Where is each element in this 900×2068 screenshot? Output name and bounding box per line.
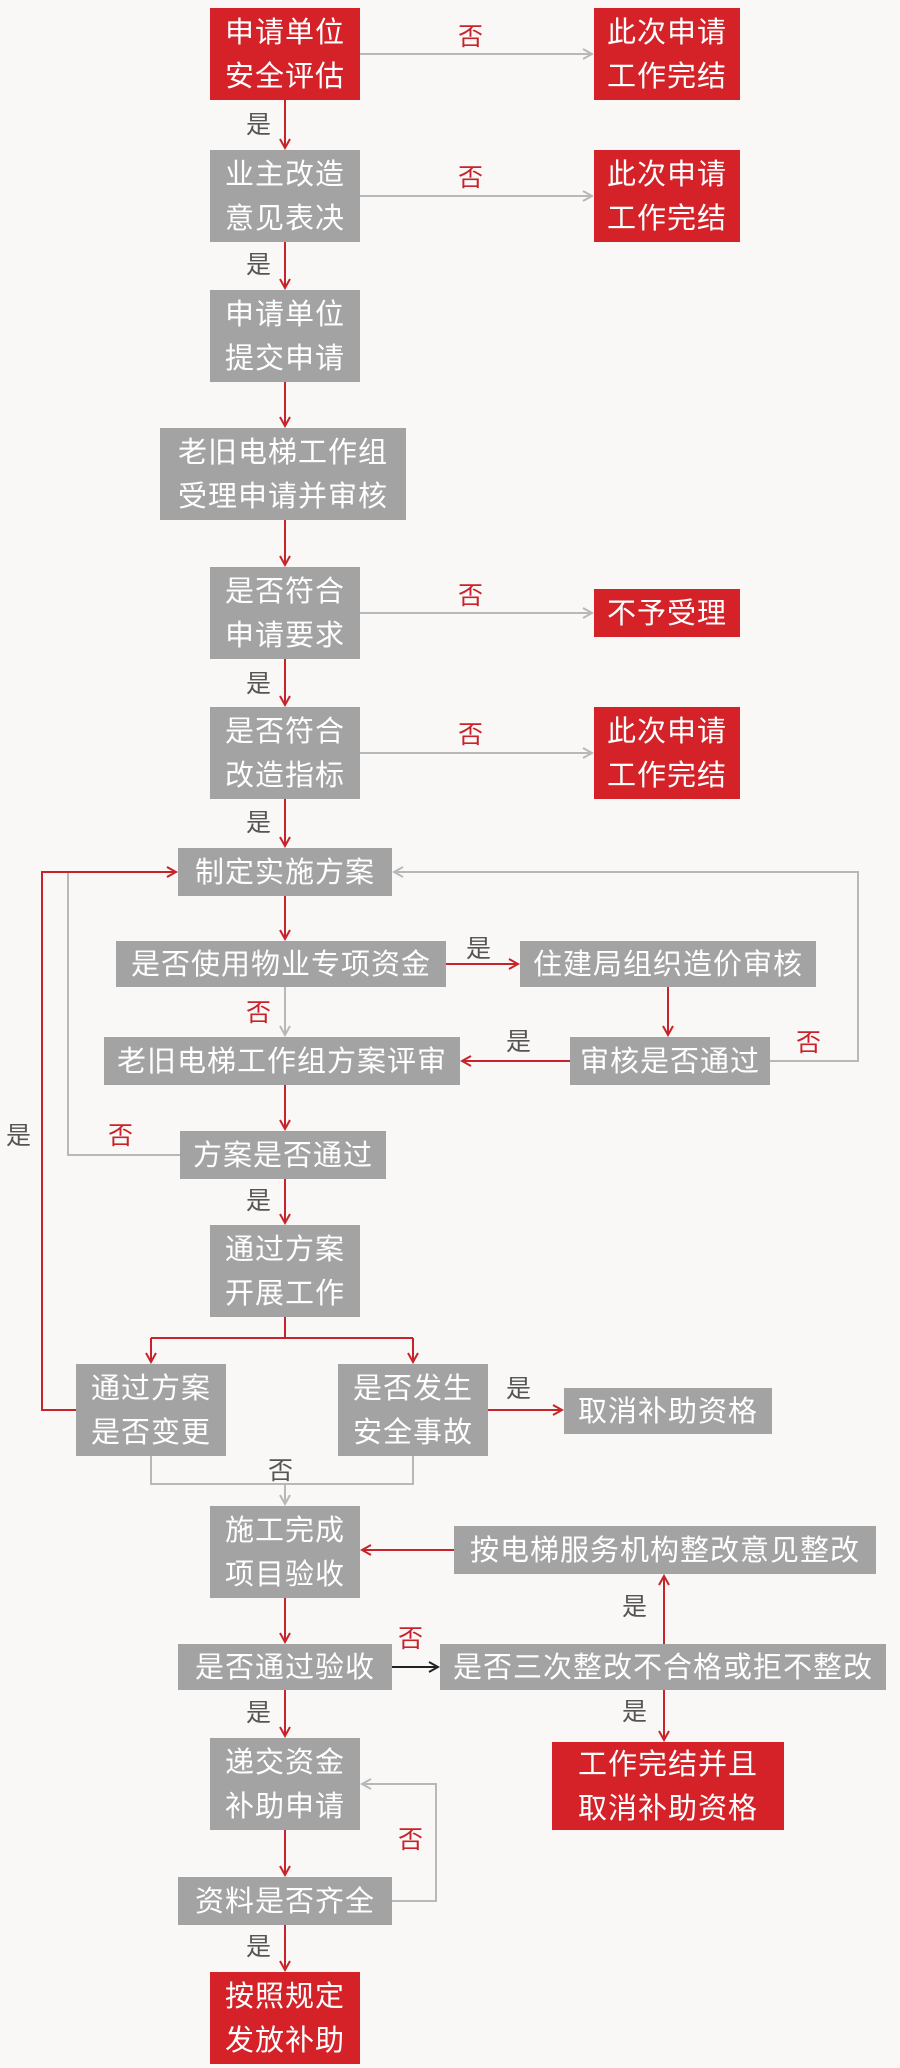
label-no: 否 xyxy=(268,1456,294,1485)
node-grant: 按照规定发放补助 xyxy=(210,1972,360,2064)
label-yes: 是 xyxy=(6,1121,32,1150)
label-yes: 是 xyxy=(506,1374,532,1403)
node-reject: 不予受理 xyxy=(594,589,740,637)
label-no: 否 xyxy=(398,1624,424,1653)
node-accident: 是否发生安全事故 xyxy=(338,1364,488,1456)
node-done-2: 此次申请工作完结 xyxy=(594,150,740,242)
arrow-change-yes xyxy=(41,872,176,1411)
node-thrice: 是否三次整改不合格或拒不整改 xyxy=(440,1644,886,1690)
node-pass-check: 是否通过验收 xyxy=(178,1644,392,1690)
line-merge-no xyxy=(150,1456,414,1485)
node-submit: 申请单位提交申请 xyxy=(210,290,360,382)
node-done-3: 此次申请工作完结 xyxy=(594,707,740,799)
node-cost-review: 住建局组织造价审核 xyxy=(520,941,816,987)
node-audit-pass: 审核是否通过 xyxy=(570,1037,770,1085)
label-no: 否 xyxy=(246,998,272,1027)
node-docs: 资料是否齐全 xyxy=(178,1877,392,1925)
node-plan-change: 通过方案是否变更 xyxy=(76,1364,226,1456)
node-meets-requirements: 是否符合申请要求 xyxy=(210,567,360,659)
label-yes: 是 xyxy=(622,1592,648,1621)
node-done-1: 此次申请工作完结 xyxy=(594,8,740,100)
node-meets-index: 是否符合改造指标 xyxy=(210,707,360,799)
label-yes: 是 xyxy=(246,250,272,279)
label-no: 否 xyxy=(108,1121,134,1150)
node-finish-cancel: 工作完结并且取消补助资格 xyxy=(552,1742,784,1830)
arrow-audit-no xyxy=(394,872,859,1062)
node-group-review: 老旧电梯工作组受理申请并审核 xyxy=(160,428,406,520)
label-no: 否 xyxy=(398,1825,424,1854)
node-funding: 递交资金补助申请 xyxy=(210,1738,360,1830)
label-yes: 是 xyxy=(506,1027,532,1056)
label-no: 否 xyxy=(796,1028,822,1057)
arrow-plan-fail xyxy=(67,872,180,1156)
node-plan-review: 老旧电梯工作组方案评审 xyxy=(104,1037,460,1085)
label-yes: 是 xyxy=(246,1698,272,1727)
node-start-work: 通过方案开展工作 xyxy=(210,1225,360,1317)
node-use-fund: 是否使用物业专项资金 xyxy=(116,941,446,987)
node-assess: 申请单位安全评估 xyxy=(210,8,360,100)
arrow-docs-no xyxy=(362,1784,437,1902)
node-plan: 制定实施方案 xyxy=(178,848,392,896)
label-yes: 是 xyxy=(246,1186,272,1215)
node-cancel: 取消补助资格 xyxy=(564,1388,772,1434)
node-rectify: 按电梯服务机构整改意见整改 xyxy=(454,1526,876,1574)
label-yes: 是 xyxy=(246,110,272,139)
label-yes: 是 xyxy=(466,934,492,963)
label-yes: 是 xyxy=(622,1697,648,1726)
node-acceptance: 施工完成项目验收 xyxy=(210,1506,360,1598)
node-vote: 业主改造意见表决 xyxy=(210,150,360,242)
label-no: 否 xyxy=(458,581,484,610)
label-no: 否 xyxy=(458,720,484,749)
label-yes: 是 xyxy=(246,669,272,698)
node-plan-pass: 方案是否通过 xyxy=(180,1131,386,1179)
label-yes: 是 xyxy=(246,808,272,837)
label-no: 否 xyxy=(458,163,484,192)
label-no: 否 xyxy=(458,22,484,51)
label-yes: 是 xyxy=(246,1932,272,1961)
